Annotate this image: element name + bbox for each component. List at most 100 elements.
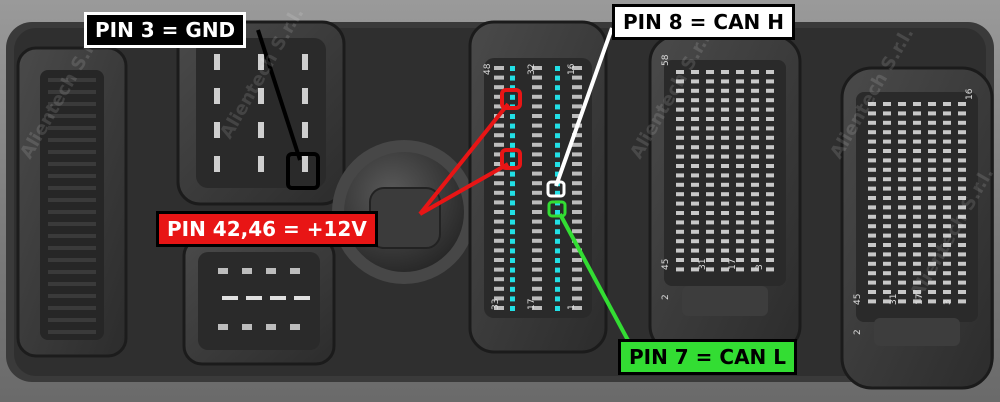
terminal <box>706 211 714 215</box>
terminal <box>676 145 684 150</box>
terminal <box>913 130 921 135</box>
connector-rib <box>48 306 96 310</box>
terminal <box>766 220 774 225</box>
terminal <box>928 167 936 172</box>
connector-rib <box>48 198 96 202</box>
terminal <box>290 268 300 274</box>
terminal <box>721 164 729 168</box>
terminal <box>676 229 684 234</box>
terminal <box>532 123 542 128</box>
terminal <box>913 243 921 247</box>
terminal <box>736 258 744 262</box>
terminal <box>706 201 714 206</box>
terminal <box>721 267 729 272</box>
terminal <box>943 158 951 163</box>
terminal <box>958 224 966 229</box>
pin-number-2: 2 <box>853 329 863 335</box>
leader-gnd <box>256 29 302 161</box>
terminal <box>691 79 699 84</box>
terminal <box>883 290 891 294</box>
terminal <box>943 186 951 191</box>
terminal <box>883 167 891 172</box>
highlighted-terminal <box>555 114 560 119</box>
terminal <box>721 220 729 225</box>
terminal <box>943 214 951 219</box>
terminal <box>721 192 729 197</box>
terminal <box>532 258 542 262</box>
terminal <box>676 107 684 112</box>
terminal <box>691 145 699 150</box>
terminal <box>913 186 921 191</box>
terminal <box>928 111 936 116</box>
terminal <box>572 162 582 166</box>
terminal <box>868 243 876 247</box>
terminal <box>736 70 744 74</box>
terminal <box>218 324 228 330</box>
terminal <box>868 233 876 238</box>
highlighted-terminal <box>510 66 515 71</box>
terminal <box>958 186 966 191</box>
terminal <box>721 126 729 131</box>
terminal <box>883 261 891 266</box>
highlighted-terminal <box>510 210 515 215</box>
highlighted-terminal <box>555 104 560 110</box>
terminal <box>676 70 684 74</box>
terminal <box>751 126 759 131</box>
terminal <box>958 177 966 182</box>
terminal <box>928 177 936 182</box>
terminal <box>676 182 684 187</box>
mounting-boss <box>332 140 476 284</box>
terminal <box>494 229 504 234</box>
terminal <box>676 192 684 197</box>
terminal <box>751 173 759 178</box>
terminal <box>494 66 504 70</box>
terminal <box>721 70 729 74</box>
terminal <box>883 149 891 153</box>
terminal <box>302 88 308 104</box>
terminal <box>868 196 876 200</box>
terminal <box>883 120 891 125</box>
connector-rib <box>48 126 96 130</box>
terminal <box>766 173 774 178</box>
terminal <box>898 243 906 247</box>
terminal <box>572 114 582 118</box>
terminal <box>868 252 876 257</box>
terminal <box>302 122 308 138</box>
terminal <box>766 135 774 140</box>
connector-rib <box>48 174 96 178</box>
terminal <box>532 94 542 99</box>
terminal <box>494 286 504 291</box>
highlighted-terminal <box>510 306 515 311</box>
connector-rib <box>48 258 96 262</box>
terminal <box>532 229 542 234</box>
terminal <box>928 120 936 125</box>
terminal <box>676 201 684 206</box>
terminal <box>572 238 582 243</box>
terminal <box>572 133 582 138</box>
terminal <box>751 258 759 262</box>
highlighted-terminal <box>510 200 515 206</box>
terminal <box>898 205 906 210</box>
terminal <box>958 130 966 135</box>
connector-small <box>182 236 336 366</box>
highlighted-terminal <box>510 286 515 292</box>
highlighted-terminal <box>555 219 560 225</box>
terminal <box>943 233 951 238</box>
highlighted-terminal <box>510 123 515 129</box>
terminal <box>572 152 582 157</box>
terminal <box>706 107 714 112</box>
terminal <box>898 252 906 257</box>
terminal <box>868 177 876 182</box>
terminal <box>691 211 699 215</box>
terminal <box>494 190 504 195</box>
highlighted-terminal <box>510 248 515 254</box>
terminal <box>898 261 906 266</box>
terminal <box>898 130 906 135</box>
terminal <box>958 102 966 106</box>
highlighted-terminal <box>510 114 515 119</box>
terminal <box>532 104 542 109</box>
terminal <box>706 267 714 272</box>
terminal <box>494 238 504 243</box>
terminal <box>766 229 774 234</box>
terminal <box>913 158 921 163</box>
